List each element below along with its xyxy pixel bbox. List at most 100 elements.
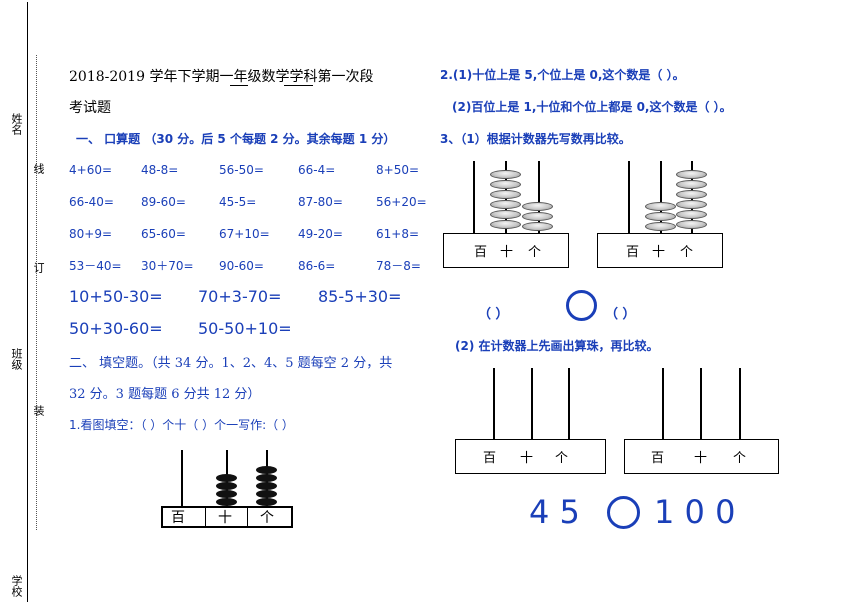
place-label-tens: 十	[218, 510, 232, 526]
counter-label-hundreds: 百	[474, 245, 488, 260]
calc-item: 4+60=	[69, 163, 113, 177]
calc-item: 65-60=	[141, 227, 186, 241]
counter-bead	[676, 220, 707, 229]
calc-item: 49-20=	[298, 227, 343, 241]
counter-bead	[676, 210, 707, 219]
compare-blank-right: （ ）	[605, 307, 636, 322]
calc-item: 80+9=	[69, 227, 113, 241]
calc-item: 8+50=	[376, 163, 420, 177]
counter-label-ones: 个	[733, 451, 747, 466]
counter-bead	[490, 200, 521, 209]
oral-calc-grid: 4+60= 48-8= 56-50= 66-4= 8+50= 66-40= 89…	[69, 154, 427, 282]
exam-title-line1: 2018-2019 学年下学期一年级数学学科第一次段	[69, 69, 374, 85]
counter-label-tens: 十	[694, 451, 708, 466]
counter-label-ones: 个	[555, 451, 569, 466]
line-label: 线	[32, 163, 45, 174]
counter-label-ones: 个	[680, 245, 694, 260]
question-3-1: 3、（1）根据计数器先写数再比较。	[440, 132, 631, 146]
title-underline-grade	[230, 85, 248, 86]
calc-item: 67+10=	[219, 227, 270, 241]
counter-base-4: 百 十 个	[624, 439, 779, 474]
counter-label-tens: 十	[520, 451, 534, 466]
order-label: 订	[32, 262, 45, 273]
counter-rod	[739, 368, 741, 440]
big-calc-item: 50-50+10=	[198, 319, 292, 338]
class-label: 班级	[10, 348, 23, 370]
compare-number-left: 4 5	[529, 493, 580, 531]
cut-dotted-line	[36, 55, 37, 530]
counter-rod	[531, 368, 533, 440]
compare-circle-big	[607, 496, 640, 529]
counter-bead	[522, 212, 553, 221]
abacus-bead	[256, 474, 277, 482]
name-label: 姓名	[10, 113, 23, 135]
counter-label-hundreds: 百	[626, 245, 640, 260]
counter-base-1: 百 十 个	[443, 233, 569, 268]
section1-title: 一、 口算题 （30 分。后 5 个每题 2 分。其余每题 1 分）	[76, 132, 396, 146]
question-2-2: (2)百位上是 1,十位和个位上都是 0,这个数是（ ）。	[452, 100, 732, 114]
calc-item: 30＋70=	[141, 259, 194, 273]
counter-bead	[522, 222, 553, 231]
compare-circle	[566, 290, 597, 321]
abacus-base: 百 十 个	[161, 506, 293, 528]
counter-bead	[490, 210, 521, 219]
counter-bead	[490, 190, 521, 199]
calc-item: 87-80=	[298, 195, 343, 209]
calc-item: 56+20=	[376, 195, 427, 209]
big-calc-item: 10+50-30=	[69, 287, 163, 306]
big-calc-item: 70+3-70=	[198, 287, 282, 306]
big-calc-item: 50+30-60=	[69, 319, 163, 338]
calc-item: 45-5=	[219, 195, 257, 209]
calc-item: 66-4=	[298, 163, 336, 177]
counter-base-2: 百 十 个	[597, 233, 723, 268]
abacus-bead	[256, 466, 277, 474]
counter-bead	[490, 170, 521, 179]
counter-bead	[490, 180, 521, 189]
counter-label-tens: 十	[500, 245, 514, 260]
abacus-bead	[256, 482, 277, 490]
counter-rod	[662, 368, 664, 440]
abacus-bead	[216, 482, 237, 490]
calc-item: 66-40=	[69, 195, 114, 209]
counter-rod	[493, 368, 495, 440]
abacus-bead	[256, 490, 277, 498]
calc-item: 90-60=	[219, 259, 264, 273]
question-2-1: 2.(1)十位上是 5,个位上是 0,这个数是（ ）。	[440, 68, 685, 82]
counter-rod	[628, 161, 630, 234]
section2-title-line1: 二、 填空题。（共 34 分。1、2、4、5 题每空 2 分，共	[69, 356, 393, 371]
binding-line	[27, 2, 28, 602]
counter-label-hundreds: 百	[483, 451, 497, 466]
calc-item: 89-60=	[141, 195, 186, 209]
calc-item: 61+8=	[376, 227, 420, 241]
counter-bead	[522, 202, 553, 211]
counter-bead	[645, 202, 676, 211]
calc-item: 78－8=	[376, 259, 421, 273]
compare-number-right: 1 0 0	[654, 493, 736, 531]
section2-title-line2: 32 分。3 题每题 6 分共 12 分）	[69, 387, 261, 402]
counter-label-ones: 个	[528, 245, 542, 260]
counter-bead	[676, 170, 707, 179]
counter-bead	[645, 222, 676, 231]
counter-rod	[700, 368, 702, 440]
counter-rod	[660, 161, 662, 234]
counter-bead	[490, 220, 521, 229]
abacus-bead	[216, 498, 237, 506]
title-underline-subject	[284, 85, 313, 86]
counter-rod	[473, 161, 475, 234]
counter-base-3: 百 十 个	[455, 439, 606, 474]
exam-title-line2: 考试题	[69, 100, 111, 116]
counter-label-hundreds: 百	[651, 451, 665, 466]
abacus-bead	[256, 498, 277, 506]
place-label-ones: 个	[260, 510, 274, 526]
abacus-bead	[216, 490, 237, 498]
counter-bead	[645, 212, 676, 221]
abacus-bead	[216, 474, 237, 482]
counter-rod	[538, 161, 540, 234]
counter-rod	[568, 368, 570, 440]
counter-bead	[676, 180, 707, 189]
counter-bead	[676, 190, 707, 199]
calc-item: 56-50=	[219, 163, 264, 177]
school-label: 学校	[10, 575, 23, 597]
counter-label-tens: 十	[652, 245, 666, 260]
compare-blank-left: （ ）	[478, 307, 509, 322]
